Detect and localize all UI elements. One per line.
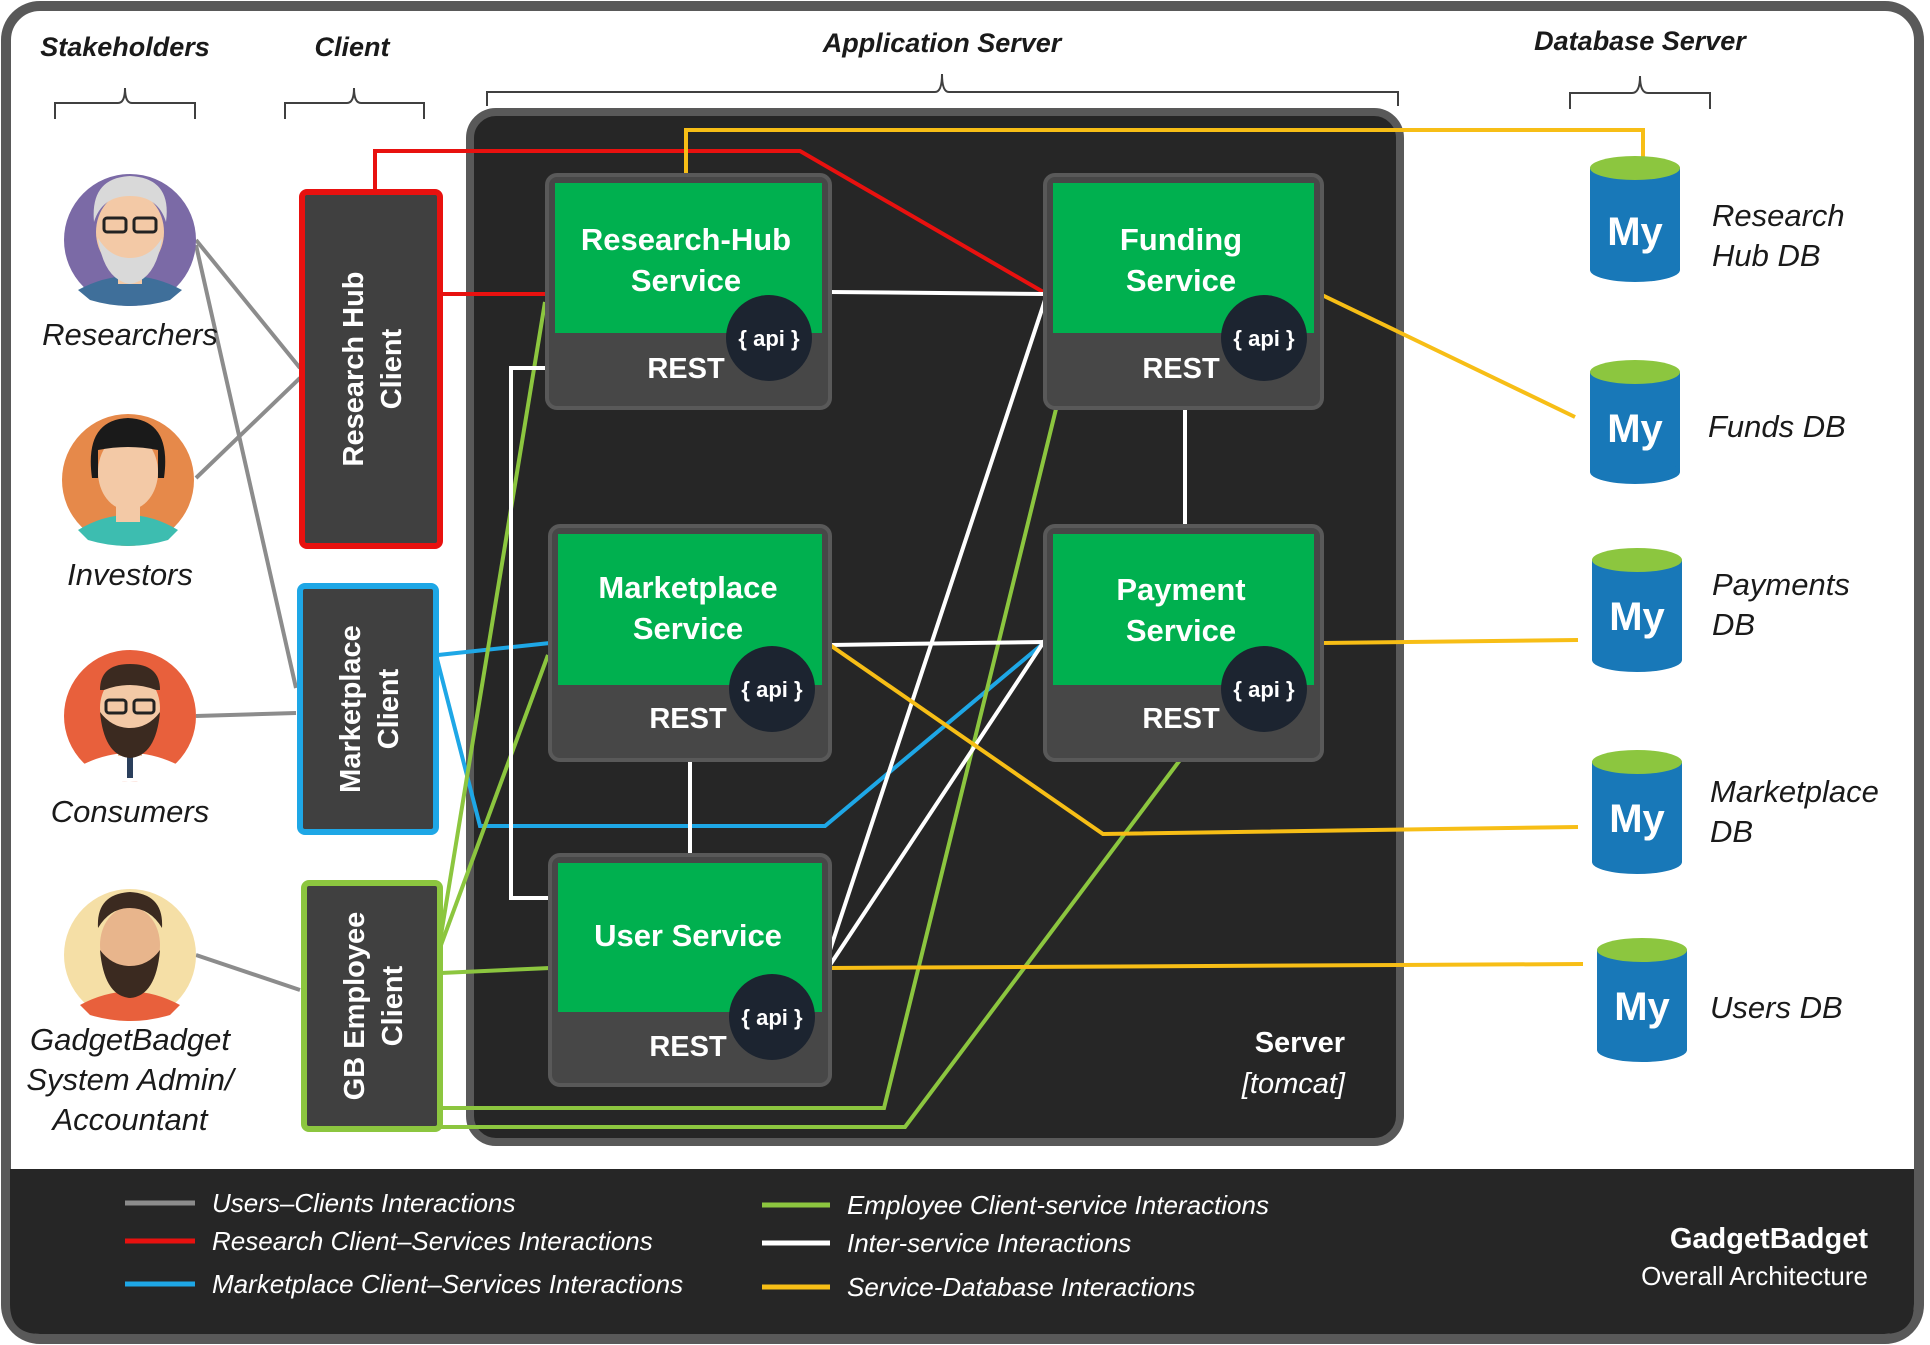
researcher-avatar xyxy=(64,174,196,306)
consumers-label: Consumers xyxy=(51,794,210,829)
gb-employee-client-label-1: GB Employee xyxy=(339,912,371,1101)
api-icon: { api } xyxy=(729,646,815,732)
research-hub-service-title-1: Research-Hub xyxy=(581,222,791,257)
researchers-label: Researchers xyxy=(42,317,218,352)
funds-db[interactable]: My Funds DB xyxy=(1590,360,1846,484)
legend-service-db: Service-Database Interactions xyxy=(847,1272,1195,1302)
research-hub-rest-label: REST xyxy=(647,353,725,385)
research-hub-db-label-2: Hub DB xyxy=(1712,238,1821,273)
api-icon: { api } xyxy=(729,974,815,1060)
marketplace-client-label-1: Marketplace xyxy=(335,625,367,793)
marketplace-service-title-1: Marketplace xyxy=(598,570,777,605)
users-db-label: Users DB xyxy=(1710,990,1843,1025)
payment-service[interactable]: Payment Service REST { api } xyxy=(1043,524,1324,762)
funding-service-title-1: Funding xyxy=(1120,222,1242,257)
gb-employee-client[interactable]: GB Employee Client xyxy=(301,880,443,1132)
mysql-db-icon: My xyxy=(1597,938,1687,1062)
service-db-lines xyxy=(684,128,1645,970)
client-header: Client xyxy=(314,32,390,62)
funds-db-label: Funds DB xyxy=(1708,409,1846,444)
svg-text:My: My xyxy=(1607,210,1663,254)
marketplace-service-title-2: Service xyxy=(633,611,743,646)
admin-label-1: GadgetBadget xyxy=(30,1022,231,1057)
consumer-avatar xyxy=(64,650,196,782)
user-rest-label: REST xyxy=(649,1031,727,1063)
marketplace-service[interactable]: Marketplace Service REST { api } xyxy=(548,524,832,762)
payment-service-title-1: Payment xyxy=(1116,572,1245,607)
header-braces xyxy=(54,73,1711,119)
svg-text:{ api }: { api } xyxy=(741,677,803,702)
admin-label-3: Accountant xyxy=(50,1102,208,1137)
api-icon: { api } xyxy=(726,295,812,381)
research-hub-client-label-1: Research Hub xyxy=(338,271,370,466)
marketplace-client-lines xyxy=(434,640,1047,828)
mysql-db-icon: My xyxy=(1590,156,1680,282)
investors-label: Investors xyxy=(67,557,193,592)
user-service[interactable]: User Service REST { api } xyxy=(548,853,832,1087)
brand-subtitle: Overall Architecture xyxy=(1641,1261,1868,1291)
admin-avatar xyxy=(64,889,196,1021)
payments-db[interactable]: My Payments DB xyxy=(1592,548,1850,672)
funding-rest-label: REST xyxy=(1142,353,1220,385)
payments-db-label-1: Payments xyxy=(1712,567,1850,602)
marketplace-db-label-1: Marketplace xyxy=(1710,774,1879,809)
stakeholders-header: Stakeholders xyxy=(40,32,210,62)
server-name: Server xyxy=(1255,1027,1345,1059)
api-icon: { api } xyxy=(1221,646,1307,732)
payments-db-label-2: DB xyxy=(1712,607,1755,642)
employee-client-lines xyxy=(439,301,1182,1129)
svg-text:My: My xyxy=(1609,595,1665,639)
svg-text:{ api }: { api } xyxy=(738,326,800,351)
legend: Users–Clients Interactions Research Clie… xyxy=(125,1188,1269,1302)
users-clients-lines xyxy=(194,238,302,992)
research-hub-db[interactable]: My Research Hub DB xyxy=(1590,156,1845,282)
legend-research-client: Research Client–Services Interactions xyxy=(212,1226,653,1256)
investor-avatar xyxy=(62,414,194,546)
marketplace-db-label-2: DB xyxy=(1710,814,1753,849)
server-type: [tomcat] xyxy=(1241,1068,1346,1100)
svg-text:{ api }: { api } xyxy=(1233,326,1295,351)
marketplace-rest-label: REST xyxy=(649,703,727,735)
mysql-db-icon: My xyxy=(1590,360,1680,484)
payment-rest-label: REST xyxy=(1142,703,1220,735)
admin-label-2: System Admin/ xyxy=(26,1062,237,1097)
gb-employee-client-label-2: Client xyxy=(377,965,409,1046)
svg-text:{ api }: { api } xyxy=(741,1005,803,1030)
brand-name: GadgetBadget xyxy=(1670,1223,1869,1255)
svg-text:My: My xyxy=(1609,797,1665,841)
application-server-header: Application Server xyxy=(822,28,1063,58)
legend-employee-client: Employee Client-service Interactions xyxy=(847,1190,1269,1220)
inter-service-lines xyxy=(509,290,1187,967)
research-hub-service-title-2: Service xyxy=(631,263,741,298)
research-hub-db-label-1: Research xyxy=(1712,198,1845,233)
users-db[interactable]: My Users DB xyxy=(1597,938,1843,1062)
legend-marketplace-client: Marketplace Client–Services Interactions xyxy=(212,1269,683,1299)
svg-text:My: My xyxy=(1614,985,1670,1029)
funding-service[interactable]: Funding Service REST { api } xyxy=(1043,173,1324,410)
legend-inter-service: Inter-service Interactions xyxy=(847,1228,1131,1258)
funding-service-title-2: Service xyxy=(1126,263,1236,298)
legend-users-clients: Users–Clients Interactions xyxy=(212,1188,515,1218)
research-hub-client-label-2: Client xyxy=(376,328,408,409)
svg-text:My: My xyxy=(1607,407,1663,451)
api-icon: { api } xyxy=(1221,295,1307,381)
payment-service-title-2: Service xyxy=(1126,613,1236,648)
marketplace-client[interactable]: Marketplace Client xyxy=(297,583,439,835)
database-server-header: Database Server xyxy=(1534,26,1747,56)
user-service-title: User Service xyxy=(594,918,782,953)
research-client-lines xyxy=(373,149,1047,296)
research-hub-service[interactable]: Research-Hub Service REST { api } xyxy=(545,173,832,410)
stakeholders-brace xyxy=(54,87,196,119)
svg-text:{ api }: { api } xyxy=(1233,677,1295,702)
marketplace-client-label-2: Client xyxy=(373,668,405,749)
mysql-db-icon: My xyxy=(1592,548,1682,672)
mysql-db-icon: My xyxy=(1592,750,1682,874)
legend-panel xyxy=(10,1169,1914,1334)
research-hub-client[interactable]: Research Hub Client xyxy=(299,189,443,549)
marketplace-db[interactable]: My Marketplace DB xyxy=(1592,750,1879,874)
